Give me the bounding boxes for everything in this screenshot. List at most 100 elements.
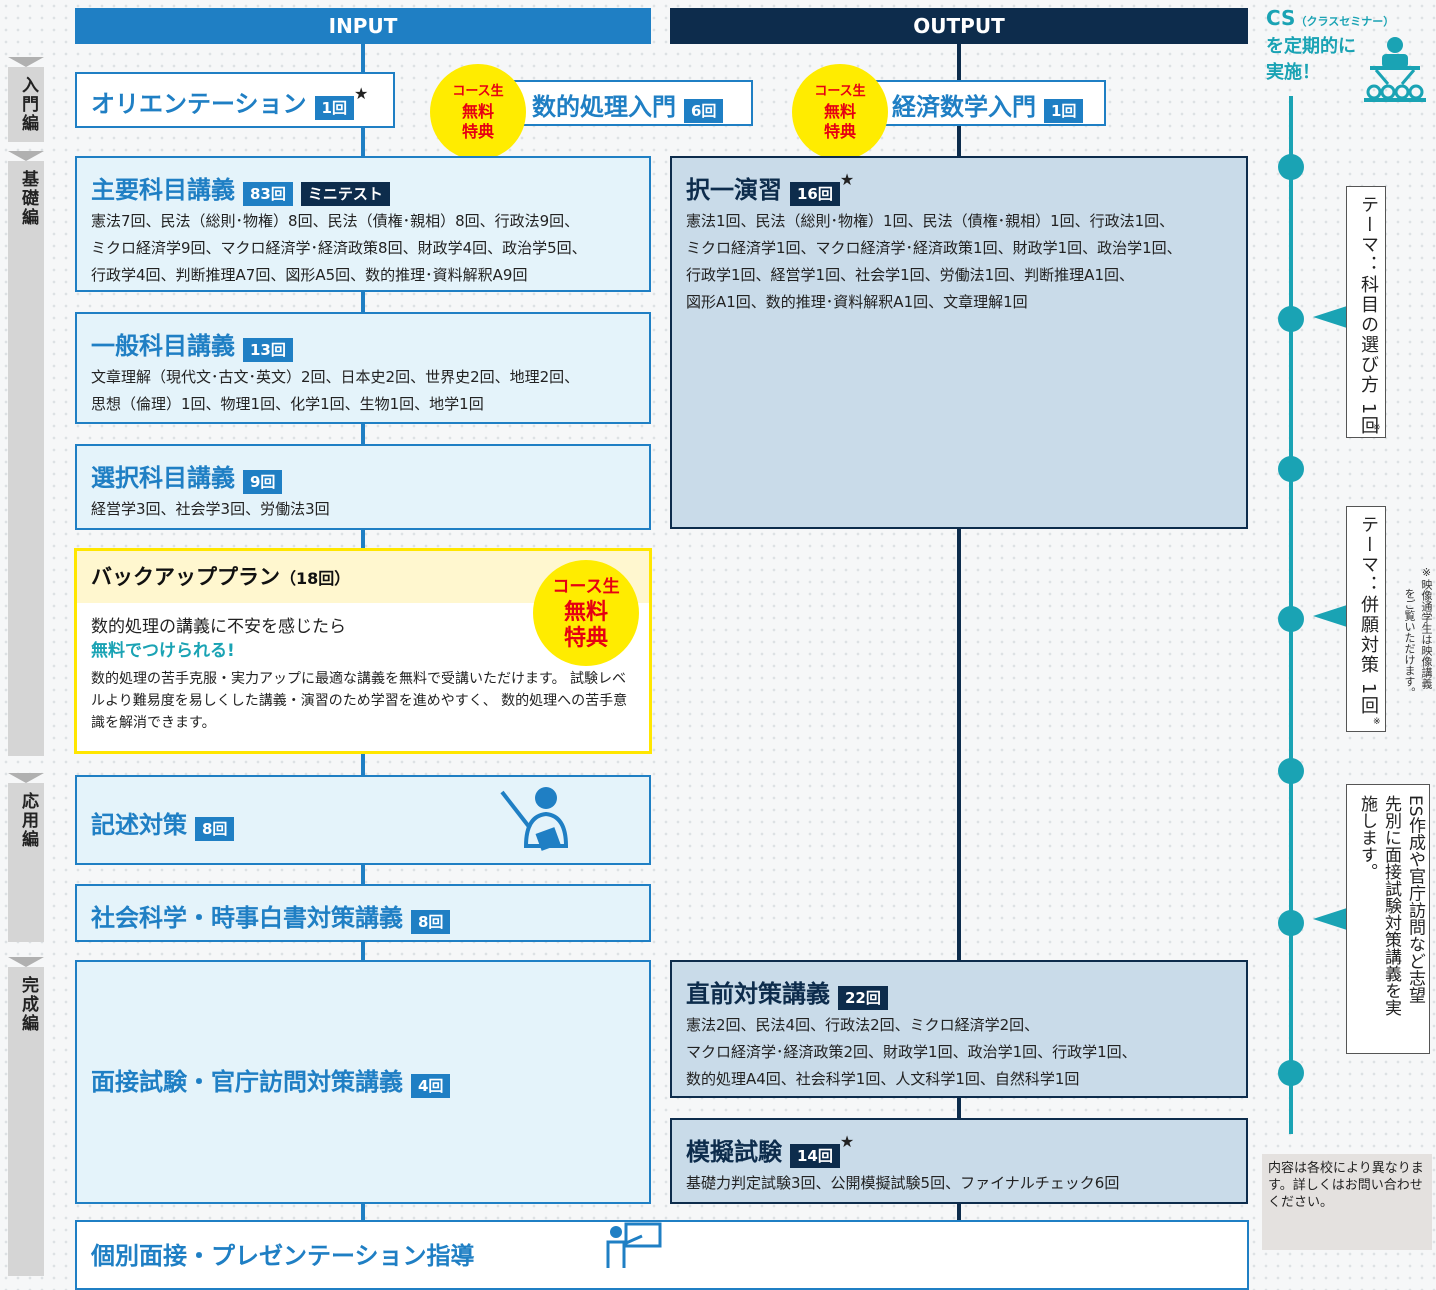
star-icon: ★ (353, 84, 369, 103)
stage-marker-icon (8, 151, 44, 161)
math-intro-title: 数的処理入門 (532, 93, 676, 121)
free-perk-badge: コース生 無料 特典 (792, 64, 888, 160)
stage-marker-icon (8, 773, 44, 783)
lecture-line: 憲法7回、民法（総則･物権）8回、民法（債権･親相）8回、行政法9回、 (91, 211, 580, 230)
perk-line: 特典 (563, 626, 608, 651)
note-box: 内容は各校により異なります。詳しくはお問い合わせください。 (1262, 1154, 1432, 1250)
cs-title: CS (1266, 6, 1296, 30)
backup-plan-highlight: 無料でつけられる! (91, 641, 235, 661)
stage-applied-label: 応用編 (18, 792, 38, 849)
econ-intro-count-badge: 1回 (1044, 98, 1084, 123)
perk-line: コース生 (814, 84, 866, 99)
stage-marker-icon (8, 57, 44, 67)
cs-heading: CS（クラスセミナー） を定期的に 実施！ (1266, 6, 1416, 86)
star-icon: ★ (839, 1132, 855, 1151)
stage-intro: 入門編 (8, 57, 44, 142)
class-seminar-icon (1364, 37, 1426, 102)
theme-interview-prep: ES作成や官庁訪問など志望 先別に面接試験対策講義を実 施します。 (1346, 784, 1430, 1054)
interview-title: 面接試験・官庁訪問対策講義 (91, 1068, 403, 1096)
callout-pointer-icon (1313, 306, 1347, 328)
backup-plan-count: （18回） (280, 569, 351, 588)
stage-marker-icon (8, 957, 44, 967)
individual-coaching-title: 個別面接・プレゼンテーション指導 (91, 1242, 475, 1270)
lecture-line: 憲法2回、民法4回、行政法2回、ミクロ経済学2回、 (686, 1015, 1040, 1034)
essay-count-badge: 8回 (195, 816, 235, 841)
timeline-dot (1278, 758, 1304, 784)
stage-complete: 完成編 (8, 957, 44, 1276)
general-lecture-box: 一般科目講義 13回 文章理解（現代文･古文･英文）2回、日本史2回、世界史2回、… (75, 312, 651, 424)
perk-line: コース生 (452, 84, 504, 99)
interview-box: 面接試験・官庁訪問対策講義 4回 (75, 960, 651, 1204)
theme-subject-choice: テーマ：科目の選び方 1回 ※ (1346, 186, 1386, 438)
choice-practice-count-badge: 16回 (790, 181, 840, 206)
elective-lecture-title: 選択科目講義 (91, 464, 235, 492)
input-header: INPUT (75, 8, 651, 44)
stage-complete-label: 完成編 (18, 976, 38, 1033)
timeline-dot (1278, 606, 1304, 632)
perk-line: 無料 (461, 102, 494, 121)
lecture-line: 経営学3回、社会学3回、労働法3回 (91, 499, 330, 518)
choice-practice-title: 択一演習 (686, 176, 782, 204)
general-lecture-count-badge: 13回 (243, 337, 293, 362)
free-perk-badge: コース生 無料 特典 (533, 560, 639, 666)
lecture-line: 文章理解（現代文･古文･英文）2回、日本史2回、世界史2回、地理2回、 (91, 367, 580, 386)
video-footnote: ※映像通学生は映像講義 をご覧いただけます。 (1396, 566, 1434, 736)
stage-intro-label: 入門編 (18, 76, 38, 133)
social-science-count-badge: 8回 (411, 909, 451, 934)
theme-interview-line: 先別に面接試験対策講義を実 (1381, 795, 1401, 1016)
theme-multiple-applications-label: テーマ：併願対策 1回 (1358, 515, 1379, 717)
video-footnote-line1: ※映像通学生は映像講義 (1420, 566, 1433, 689)
timeline-dot (1278, 306, 1304, 332)
free-perk-badge: コース生 無料 特典 (430, 64, 526, 160)
theme-interview-line: ES作成や官庁訪問など志望 (1405, 795, 1425, 1004)
cs-line1: を定期的に (1266, 36, 1356, 57)
lecture-line: 数的処理A4回、社会科学1回、人文科学1回、自然科学1回 (686, 1069, 1080, 1088)
lecture-line: ミクロ経済学9回、マクロ経済学･経済政策8回、財政学4回、政治学5回、 (91, 238, 587, 257)
general-lecture-title: 一般科目講義 (91, 332, 235, 360)
interview-count-badge: 4回 (411, 1073, 451, 1098)
main-lecture-title: 主要科目講義 (91, 176, 235, 204)
lecture-line: 思想（倫理）1回、物理1回、化学1回、生物1回、地学1回 (91, 394, 484, 413)
output-header: OUTPUT (670, 8, 1248, 44)
theme-multiple-applications: テーマ：併願対策 1回 ※ (1346, 506, 1386, 732)
backup-plan-lead: 数的処理の講義に不安を感じたら (91, 617, 346, 637)
video-footnote-line2: をご覧いただけます。 (1403, 588, 1416, 698)
stage-applied: 応用編 (8, 773, 44, 942)
econ-intro-box: 経済数学入門 1回 (870, 80, 1106, 126)
timeline-dot (1278, 154, 1304, 180)
mock-exam-line: 基礎力判定試験3回、公開模擬試験5回、ファイナルチェック6回 (686, 1173, 1120, 1192)
lecture-line: 行政学4回、判断推理A7回、図形A5回、数的推理･資料解釈A9回 (91, 265, 528, 284)
lecture-line: マクロ経済学･経済政策2回、財政学1回、政治学1回、行政学1回、 (686, 1042, 1137, 1061)
final-lecture-title: 直前対策講義 (686, 980, 830, 1008)
perk-line: 無料 (563, 600, 608, 625)
perk-line: 特典 (461, 122, 494, 141)
practice-line: 憲法1回、民法（総則･物権）1回、民法（債権･親相）1回、行政法1回、 (686, 211, 1175, 230)
orientation-title: オリエンテーション (91, 90, 307, 118)
backup-plan-title: バックアッププラン (91, 565, 280, 589)
cs-line2: 実施！ (1266, 62, 1320, 83)
econ-intro-title: 経済数学入門 (892, 93, 1036, 121)
timeline-dot (1278, 1060, 1304, 1086)
theme-subject-choice-label: テーマ：科目の選び方 1回 (1358, 195, 1379, 437)
perk-line: コース生 (552, 577, 620, 597)
practice-line: 行政学1回、経営学1回、社会学1回、労働法1回、判断推理A1回、 (686, 265, 1134, 284)
mini-test-badge: ミニテスト (300, 181, 390, 206)
backup-plan-body: 数的処理の苦手克服・実力アップに最適な講義を無料で受講いただけます。 試験レベル… (91, 671, 628, 731)
elective-lecture-count-badge: 9回 (243, 469, 283, 494)
essay-title: 記述対策 (91, 811, 187, 839)
mock-exam-count-badge: 14回 (790, 1143, 840, 1168)
stage-basic: 基礎編 (8, 151, 44, 756)
theme-mark: ※ (1373, 423, 1381, 433)
perk-line: 無料 (823, 102, 856, 121)
timeline-dot (1278, 910, 1304, 936)
theme-interview-line: 施します。 (1357, 795, 1377, 880)
callout-pointer-icon (1313, 605, 1347, 627)
teacher-icon (500, 787, 569, 851)
cs-subtitle: （クラスセミナー） (1295, 15, 1395, 28)
